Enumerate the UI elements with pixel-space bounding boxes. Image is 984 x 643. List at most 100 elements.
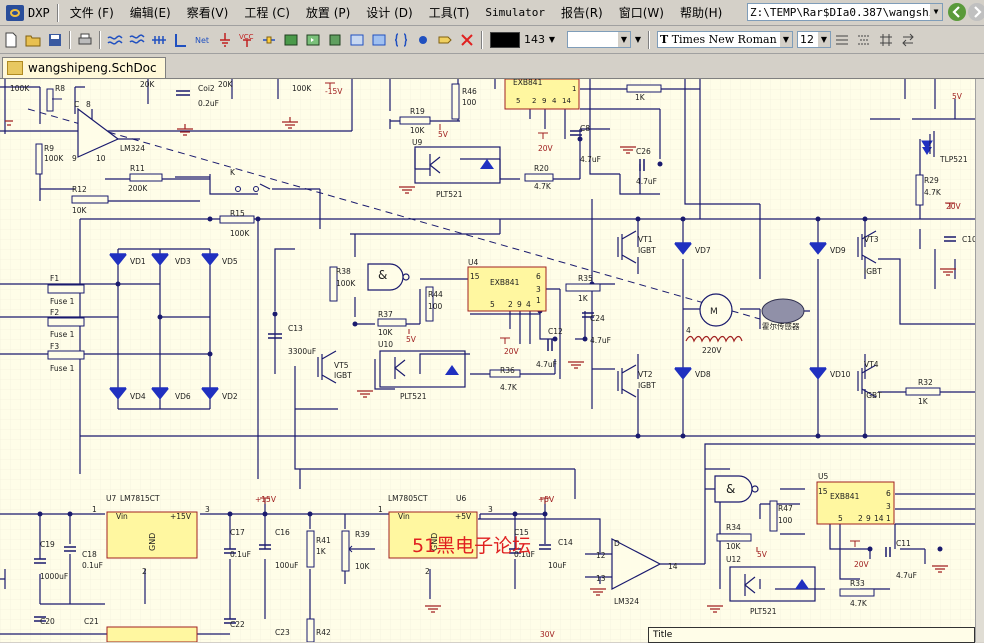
menu-project[interactable]: 工程 (C) bbox=[244, 5, 290, 20]
svg-text:EXB841: EXB841 bbox=[830, 492, 860, 501]
line-tool-icon[interactable] bbox=[172, 31, 190, 49]
svg-text:5: 5 bbox=[516, 97, 520, 105]
svg-text:C11: C11 bbox=[896, 539, 911, 548]
chevron-down-icon[interactable]: ▼ bbox=[818, 32, 830, 47]
menu-window[interactable]: 窗口(W) bbox=[618, 5, 664, 20]
menu-design[interactable]: 设计 (D) bbox=[366, 5, 413, 20]
bus-tool-icon[interactable] bbox=[128, 31, 146, 49]
svg-text:4.7uF: 4.7uF bbox=[590, 336, 611, 345]
svg-text:LM324: LM324 bbox=[614, 597, 639, 606]
back-nav-icon[interactable] bbox=[948, 3, 966, 21]
svg-text:R8: R8 bbox=[55, 84, 65, 93]
grid-options-icon[interactable] bbox=[877, 31, 895, 49]
font-name-combo[interactable]: T Times New Roman ▼ bbox=[657, 31, 793, 48]
device-sheet-icon[interactable] bbox=[326, 31, 344, 49]
tab-wangshipeng-schdoc[interactable]: wangshipeng.SchDoc bbox=[2, 57, 166, 78]
svg-text:C10: C10 bbox=[962, 235, 975, 244]
svg-text:K: K bbox=[230, 168, 236, 177]
menu-tools[interactable]: 工具(T) bbox=[428, 5, 470, 20]
directive-icon[interactable] bbox=[370, 31, 388, 49]
svg-text:R36: R36 bbox=[500, 366, 515, 375]
new-document-icon[interactable] bbox=[2, 31, 20, 49]
hall-sensor-symbol bbox=[761, 298, 805, 324]
svg-text:R32: R32 bbox=[918, 378, 933, 387]
port-icon[interactable] bbox=[348, 31, 366, 49]
svg-text:3: 3 bbox=[536, 285, 541, 294]
svg-text:1: 1 bbox=[378, 505, 383, 514]
document-path-combo[interactable]: Z:\TEMP\Rar$DIa0.387\wangshiper ▼ bbox=[747, 3, 943, 21]
print-icon[interactable] bbox=[76, 31, 94, 49]
schematic-canvas[interactable]: 100K R8 20K 20K Coi2 0.2uF 100K -15V C 8… bbox=[0, 79, 975, 642]
no-erc-icon[interactable] bbox=[458, 31, 476, 49]
arrange-icon[interactable] bbox=[899, 31, 917, 49]
vcc-port-icon[interactable]: VCC bbox=[238, 31, 256, 49]
harness-icon[interactable] bbox=[392, 31, 410, 49]
dxp-menu-button[interactable]: DXP bbox=[2, 2, 54, 24]
svg-text:3: 3 bbox=[886, 502, 891, 511]
diode-bars bbox=[110, 242, 826, 389]
chevron-down-icon[interactable]: ▼ bbox=[780, 32, 792, 47]
align-menu-icon[interactable] bbox=[833, 31, 851, 49]
svg-text:4.7uF: 4.7uF bbox=[896, 571, 917, 580]
chevron-down-icon[interactable]: ▼ bbox=[618, 32, 630, 47]
chevron-down-icon[interactable]: ▼ bbox=[930, 4, 942, 20]
svg-text:20V: 20V bbox=[854, 560, 870, 569]
svg-text:15: 15 bbox=[470, 272, 480, 281]
svg-text:Vin: Vin bbox=[116, 512, 128, 521]
svg-text:0.1uF: 0.1uF bbox=[82, 561, 103, 570]
svg-text:VD1: VD1 bbox=[130, 257, 146, 266]
svg-text:10K: 10K bbox=[378, 328, 394, 337]
svg-text:F2: F2 bbox=[50, 308, 59, 317]
switch-contact bbox=[253, 186, 259, 192]
svg-text:GND: GND bbox=[430, 533, 439, 551]
svg-text:C17: C17 bbox=[230, 528, 245, 537]
svg-text:VD10: VD10 bbox=[830, 370, 851, 379]
svg-text:10K: 10K bbox=[355, 562, 371, 571]
place-part-icon[interactable] bbox=[260, 31, 278, 49]
svg-text:GND: GND bbox=[148, 533, 157, 551]
svg-text:1K: 1K bbox=[578, 294, 589, 303]
svg-text:R33: R33 bbox=[850, 579, 865, 588]
svg-text:C13: C13 bbox=[288, 324, 303, 333]
forward-nav-icon[interactable] bbox=[968, 3, 984, 21]
sheet-symbol-icon[interactable] bbox=[282, 31, 300, 49]
parameter-set-icon[interactable] bbox=[436, 31, 454, 49]
svg-text:&: & bbox=[378, 268, 387, 282]
resistors bbox=[35, 83, 941, 642]
ground-port-icon[interactable] bbox=[216, 31, 234, 49]
open-folder-icon[interactable] bbox=[24, 31, 42, 49]
svg-text:4: 4 bbox=[526, 300, 531, 309]
menu-view[interactable]: 察看(V) bbox=[186, 5, 229, 20]
line-color-swatch[interactable] bbox=[490, 31, 520, 48]
menu-file[interactable]: 文件 (F) bbox=[69, 5, 114, 20]
menu-place[interactable]: 放置 (P) bbox=[305, 5, 351, 20]
svg-text:R46: R46 bbox=[462, 87, 477, 96]
svg-text:220V: 220V bbox=[702, 346, 722, 355]
svg-text:PLT521: PLT521 bbox=[400, 392, 427, 401]
svg-text:8: 8 bbox=[86, 100, 91, 109]
wire-tool-icon[interactable] bbox=[106, 31, 124, 49]
svg-text:100K: 100K bbox=[10, 84, 30, 93]
net-label-icon[interactable]: Net bbox=[194, 31, 212, 49]
sheet-entry-icon[interactable] bbox=[304, 31, 322, 49]
chevron-down-icon[interactable]: ▼ bbox=[634, 35, 642, 44]
distribute-icon[interactable] bbox=[855, 31, 873, 49]
svg-text:100uF: 100uF bbox=[275, 561, 298, 570]
menu-reports[interactable]: 报告(R) bbox=[561, 5, 603, 20]
harness-entry-icon[interactable] bbox=[414, 31, 432, 49]
fill-style-combo[interactable]: ▼ bbox=[567, 31, 631, 48]
svg-text:C22: C22 bbox=[230, 620, 245, 629]
menu-edit[interactable]: 编辑(E) bbox=[129, 5, 171, 20]
menu-help[interactable]: 帮助(H) bbox=[679, 5, 723, 20]
svg-text:3: 3 bbox=[488, 505, 493, 514]
vertical-scrollbar[interactable] bbox=[975, 79, 984, 642]
bus-entry-icon[interactable] bbox=[150, 31, 168, 49]
save-icon[interactable] bbox=[46, 31, 64, 49]
svg-text:Coi2: Coi2 bbox=[198, 84, 215, 93]
menu-simulator[interactable]: Simulator bbox=[485, 5, 546, 19]
chevron-down-icon[interactable]: ▼ bbox=[548, 35, 556, 44]
igbt-symbols bbox=[317, 131, 935, 398]
svg-text:9: 9 bbox=[72, 154, 77, 163]
font-size-combo[interactable]: 12 ▼ bbox=[797, 31, 831, 48]
pot-wiper-icon bbox=[348, 545, 355, 553]
